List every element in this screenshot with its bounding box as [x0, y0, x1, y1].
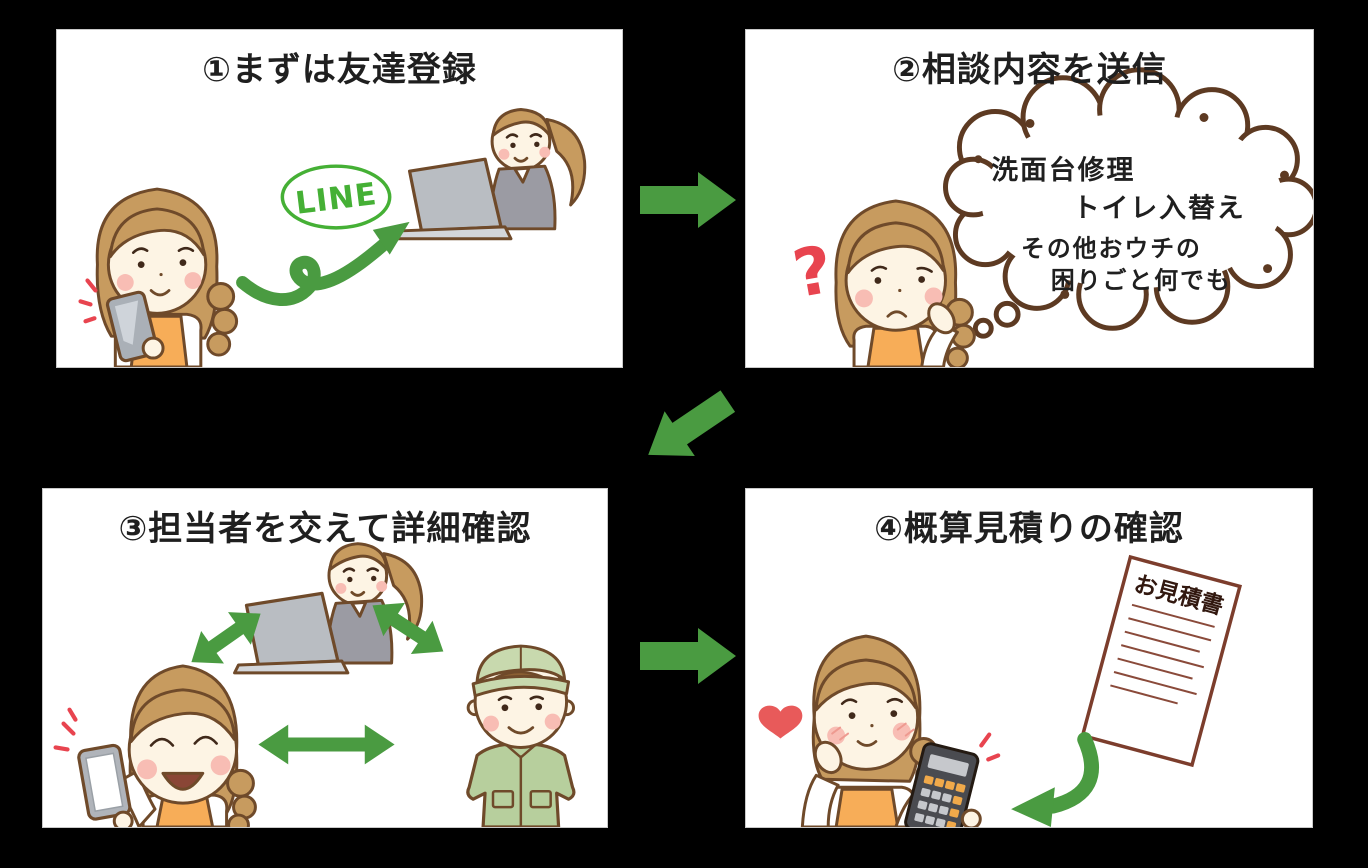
operator-at-laptop-illustration	[396, 108, 587, 241]
step-2-title: ②相談内容を送信	[892, 50, 1167, 90]
double-arrow-horizontal-icon	[258, 724, 395, 765]
double-arrow-left-icon	[191, 612, 261, 664]
panel-step-1: LINE	[56, 29, 623, 368]
customer-with-phone-illustration	[53, 664, 257, 827]
sparkles	[979, 732, 1001, 762]
step-3-title: ③担当者を交えて詳細確認	[118, 509, 532, 549]
bubble-line-3: その他おウチの	[1021, 235, 1202, 263]
return-arrow-icon	[1011, 732, 1099, 827]
step-1-title: ①まずは友達登録	[202, 50, 477, 90]
bubble-line-4: 困りごと何でも	[1051, 266, 1232, 294]
line-logo: LINE	[280, 164, 392, 230]
step-4-scene: お見積書	[758, 554, 1243, 827]
thinking-customer-illustration	[834, 199, 976, 367]
flow-arrow-step2-to-step3	[648, 390, 736, 456]
smartphone-icon	[77, 743, 132, 821]
double-arrow-right-icon	[372, 602, 444, 655]
bubble-line-1: 洗面台修理	[991, 154, 1135, 186]
notification-sparks	[78, 278, 98, 324]
step-4-title: ④概算見積りの確認	[874, 509, 1184, 549]
flow-arrow-step3-to-step4	[640, 628, 736, 684]
notification-sparks	[53, 707, 78, 752]
step-3-scene	[53, 542, 576, 827]
panel-step-4: お見積書	[745, 488, 1313, 828]
flow-arrow-step1-to-step2	[640, 172, 736, 228]
laptop-icon	[407, 157, 503, 233]
estimate-document: お見積書	[1080, 554, 1243, 768]
step-2-scene: 洗面台修理 トイレ入替え その他おウチの 困りごと何でも ?	[788, 67, 1313, 367]
customer-with-phone-illustration	[78, 187, 239, 367]
customer-with-calculator-illustration	[758, 634, 1001, 827]
laptop-icon	[244, 591, 340, 667]
bubble-line-2: トイレ入替え	[1073, 193, 1246, 224]
panel-step-2: 洗面台修理 トイレ入替え その他おウチの 困りごと何でも ?	[745, 29, 1314, 368]
thought-bubble: 洗面台修理 トイレ入替え その他おウチの 困りごと何でも	[943, 67, 1313, 347]
operator-at-laptop-illustration	[233, 542, 424, 675]
worker-illustration	[466, 644, 576, 827]
loop-arrow-icon	[236, 221, 410, 306]
panel-step-3: ③担当者を交えて詳細確認	[42, 488, 608, 828]
step-1-scene: LINE	[78, 108, 587, 367]
calculator	[904, 742, 980, 827]
question-mark: ?	[788, 232, 839, 313]
heart-icon	[758, 705, 803, 739]
